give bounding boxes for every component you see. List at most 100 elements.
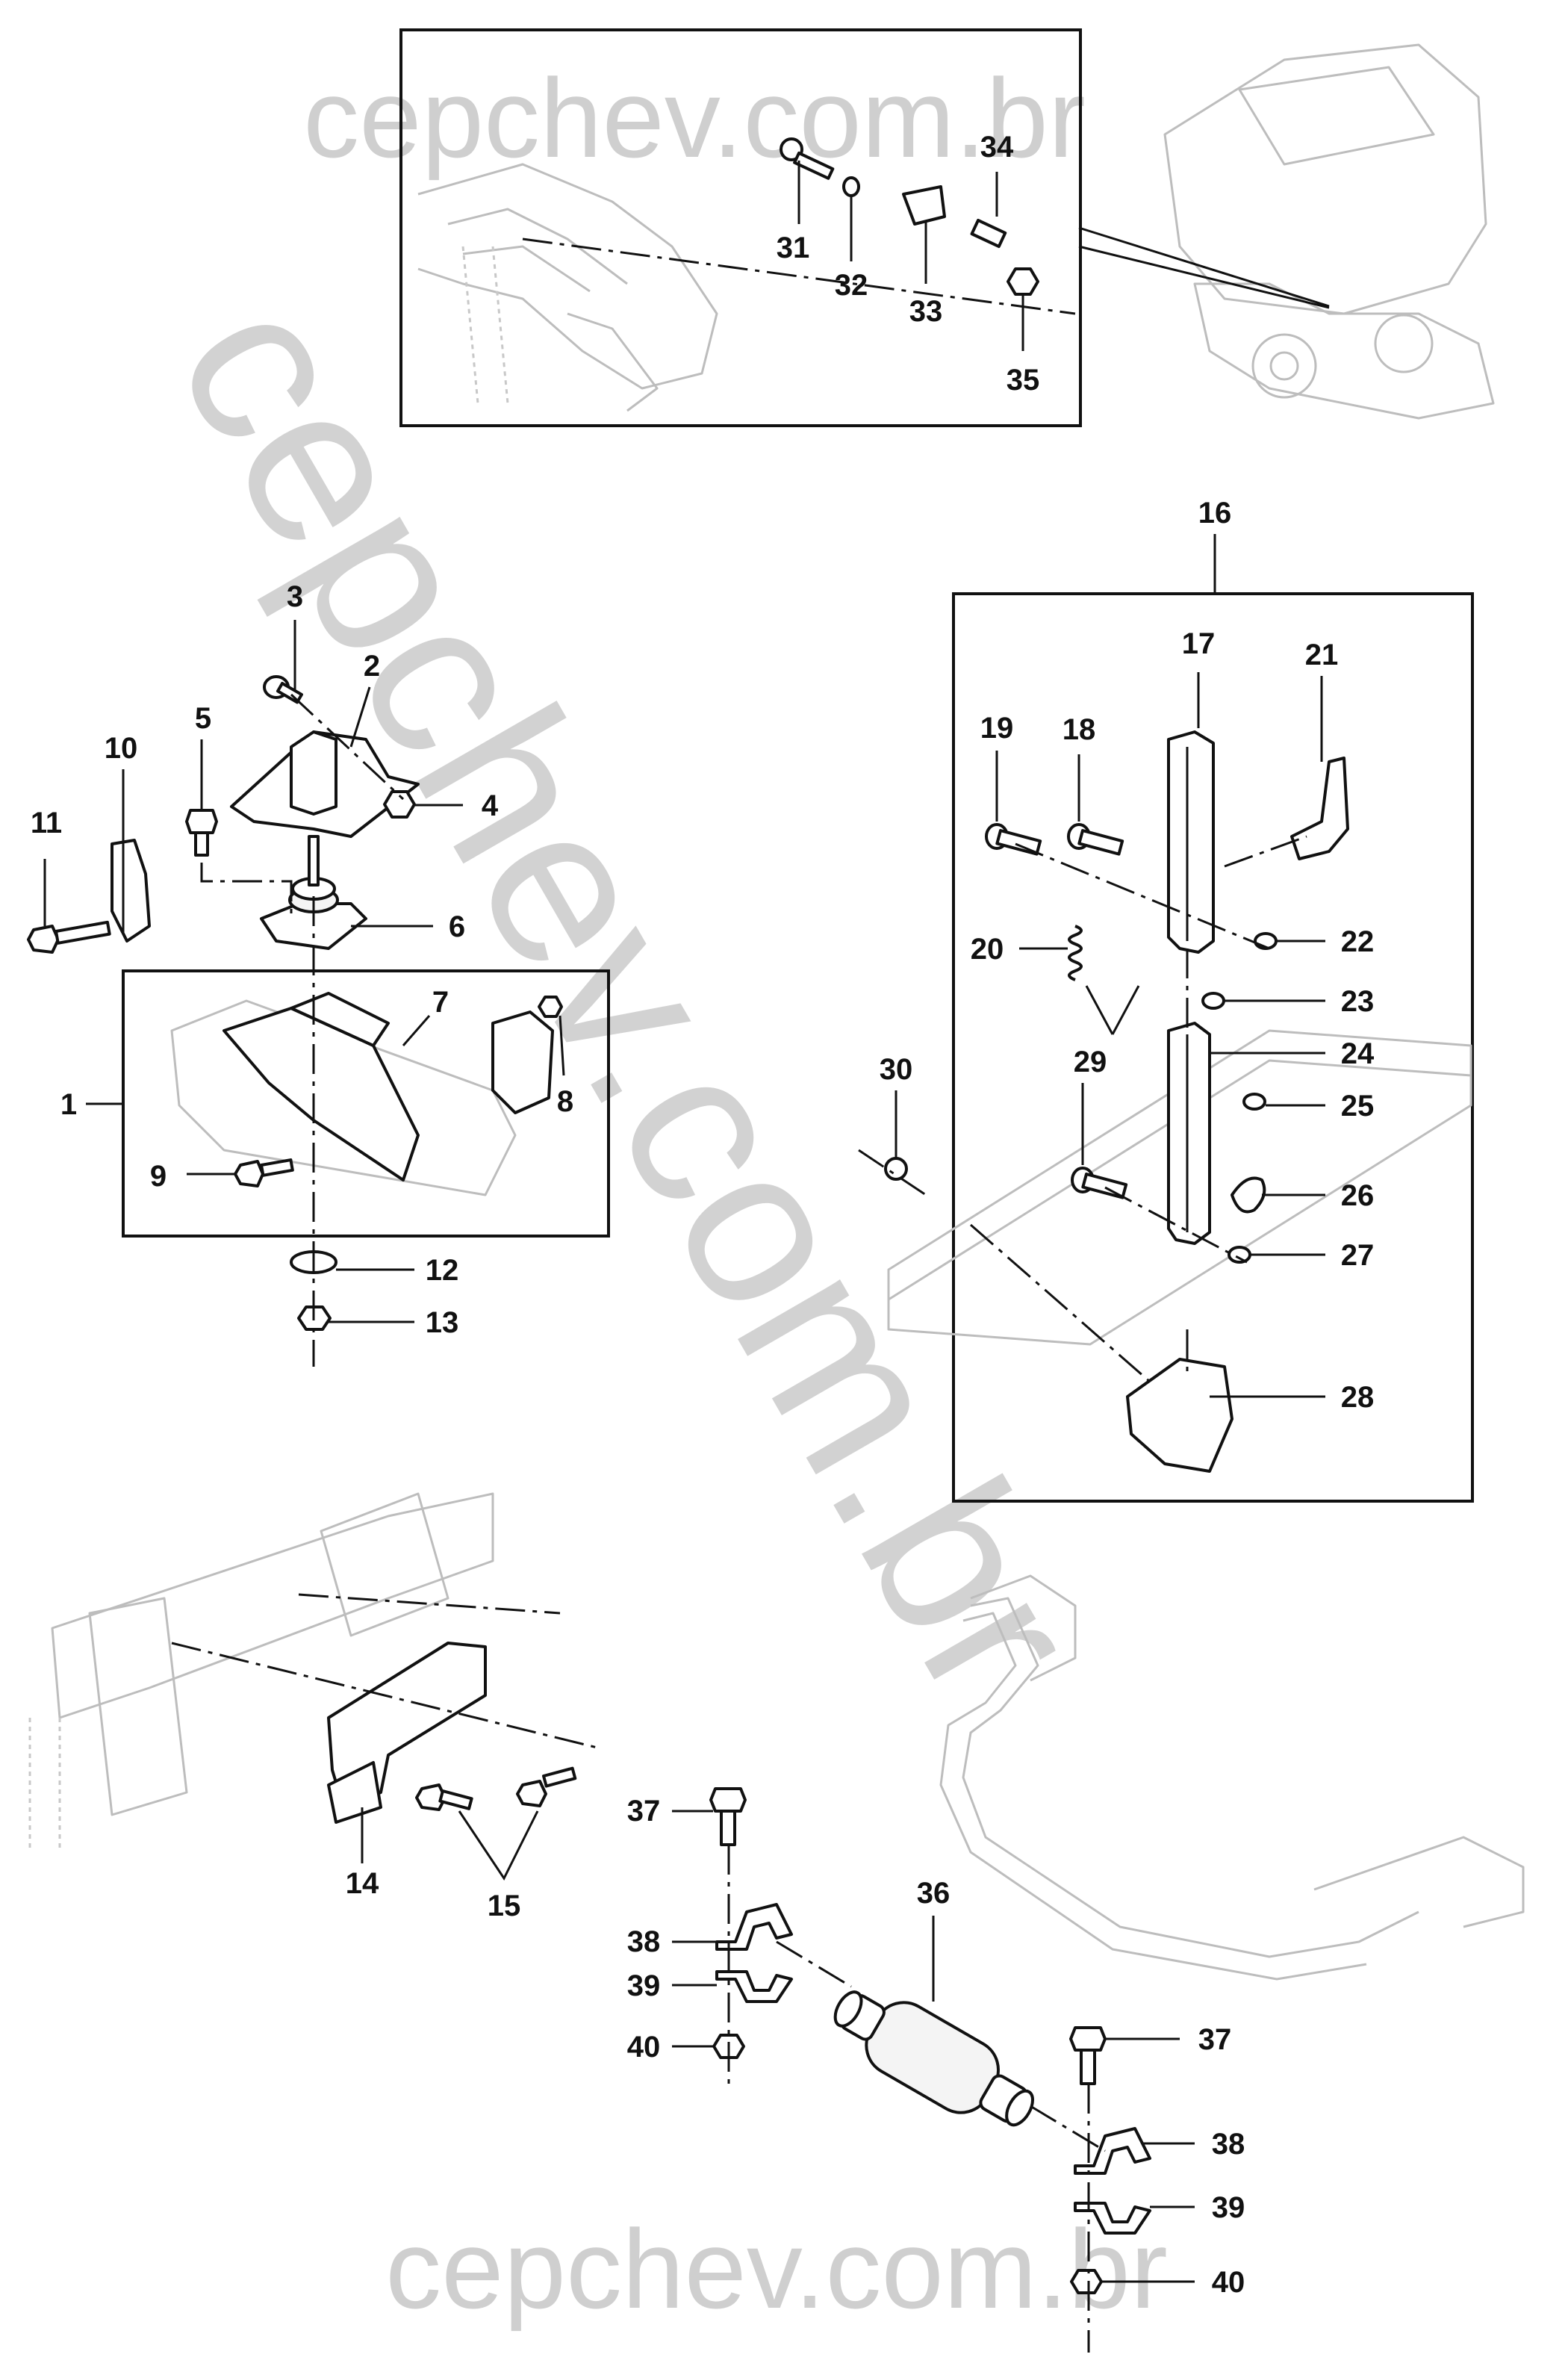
- callout-35: 35: [1007, 364, 1040, 397]
- callout-5: 5: [195, 702, 211, 735]
- callout-34: 34: [980, 131, 1014, 164]
- mount-centerline-2: [200, 863, 293, 919]
- callout-32: 32: [835, 269, 868, 302]
- part-39-clamp-right: [1074, 2202, 1151, 2235]
- hanger-centerline-2: [1224, 835, 1307, 868]
- callout-17: 17: [1182, 627, 1216, 660]
- callout-7: 7: [432, 986, 449, 1019]
- callout-38-right: 38: [1212, 2128, 1245, 2161]
- crossmember-centerline-2: [171, 1642, 598, 1749]
- part-14-crossmember-foot: [327, 1761, 382, 1824]
- lead-29-split: [1085, 985, 1140, 1035]
- watermark-diagonal: cepchev.com.br: [129, 257, 1130, 1738]
- hanger-centerline-6: [858, 1149, 927, 1196]
- inset-centerline: [522, 237, 1076, 315]
- crossmember-centerline: [298, 1593, 561, 1615]
- part-38-clamp-right: [1074, 2127, 1151, 2175]
- inset-frame-ghost-3: [461, 246, 509, 404]
- callout-37-right: 37: [1198, 2023, 1232, 2056]
- callout-27: 27: [1341, 1239, 1375, 1272]
- part-2-upper-bracket-tab: [290, 730, 337, 816]
- lead-15-split: [458, 1810, 539, 1881]
- callout-2: 2: [364, 650, 380, 683]
- part-31-pin: [780, 137, 835, 180]
- inset-frame-ghost-4: [567, 312, 659, 412]
- callout-15: 15: [488, 1890, 521, 1922]
- watermark-bottom: cepchev.com.br: [385, 2206, 1168, 2332]
- part-25-washer: [1242, 1093, 1266, 1111]
- part-7-frame-bracket-top: [290, 992, 390, 1047]
- part-39-clamp-left: [715, 1970, 793, 2003]
- part-21-bracket: [1290, 757, 1349, 860]
- callout-23: 23: [1341, 985, 1375, 1018]
- part-37-bolt-left: [709, 1787, 747, 1846]
- part-32-washer: [842, 176, 860, 197]
- hanger-centerline-4: [1104, 1186, 1248, 1264]
- callout-4: 4: [482, 789, 499, 822]
- part-23-washer: [1201, 992, 1225, 1010]
- part-27-washer: [1228, 1246, 1251, 1264]
- part-17-shackle-link: [1167, 730, 1215, 954]
- callout-19: 19: [980, 712, 1014, 745]
- callout-3: 3: [287, 580, 303, 613]
- part-38-clamp-left: [715, 1903, 793, 1951]
- part-8-nut: [538, 996, 563, 1018]
- chassis-ghost-2: [88, 1597, 188, 1816]
- mount-centerline-3: [290, 693, 405, 801]
- callout-40-left: 40: [627, 2031, 661, 2064]
- exhaust-centerline-mid: [776, 1940, 852, 1988]
- callout-36: 36: [917, 1877, 951, 1910]
- chassis-ghost-3: [320, 1492, 449, 1637]
- callout-30: 30: [880, 1053, 913, 1086]
- hanger-centerline: [1015, 842, 1270, 950]
- part-40-nut-right: [1070, 2269, 1103, 2294]
- stabilizer-bar-ghost: [939, 1574, 1525, 1981]
- callout-11: 11: [31, 807, 62, 839]
- callout-39-right: 39: [1212, 2191, 1245, 2224]
- chassis-ghost-4: [28, 1718, 61, 1852]
- part-37-bolt-right: [1069, 2026, 1107, 2085]
- part-11-bolt: [27, 920, 111, 954]
- bar-ghost-4: [1313, 1836, 1525, 1928]
- callout-14: 14: [346, 1867, 379, 1900]
- part-34-bolt: [970, 218, 1007, 249]
- callout-25: 25: [1341, 1090, 1375, 1123]
- hanger-assembly: 16: [858, 497, 1474, 1503]
- callout-10: 10: [105, 732, 138, 765]
- chassis-ghost: [51, 1492, 494, 1719]
- callout-38-left: 38: [627, 1925, 661, 1958]
- watermark-top: cepchev.com.br: [303, 55, 1086, 181]
- callout-37-left: 37: [627, 1795, 661, 1828]
- callout-21: 21: [1305, 639, 1339, 671]
- part-10-plate: [111, 839, 151, 943]
- hanger-assembly-frame: [952, 592, 1474, 1503]
- part-33-bracket: [902, 185, 946, 226]
- callout-24: 24: [1341, 1037, 1375, 1070]
- bar-ghost-2: [939, 1612, 1367, 1981]
- part-5-bolt: [185, 809, 218, 857]
- inset-top-panel: 31 32 33 34 35: [399, 28, 1082, 427]
- part-18-pin: [1067, 823, 1124, 856]
- part-35-nut: [1007, 267, 1039, 296]
- rail-ghost-2: [888, 1059, 1472, 1301]
- callout-13: 13: [426, 1306, 459, 1339]
- bar-ghost-3: [970, 1574, 1077, 1682]
- part-6-rubber-mount: [260, 835, 367, 950]
- callout-39-left: 39: [627, 1969, 661, 2002]
- exhaust-centerline-mid-2: [1030, 2105, 1106, 2152]
- truck-ghost: [1078, 43, 1495, 420]
- callout-26: 26: [1341, 1179, 1375, 1212]
- part-19-pin: [985, 823, 1042, 856]
- callout-22: 22: [1341, 925, 1375, 958]
- callout-6: 6: [449, 910, 465, 943]
- part-15-bolt-b: [516, 1766, 577, 1807]
- inset-frame-ghost: [417, 163, 718, 390]
- callout-31: 31: [777, 232, 810, 264]
- part-15-bolt-a: [415, 1783, 473, 1811]
- callout-8: 8: [557, 1085, 573, 1118]
- part-8-plate: [491, 1010, 554, 1114]
- part-36-muffler: [833, 1990, 1034, 2127]
- callout-18: 18: [1063, 713, 1096, 746]
- crossmember-assembly: 14 15: [28, 1492, 598, 1922]
